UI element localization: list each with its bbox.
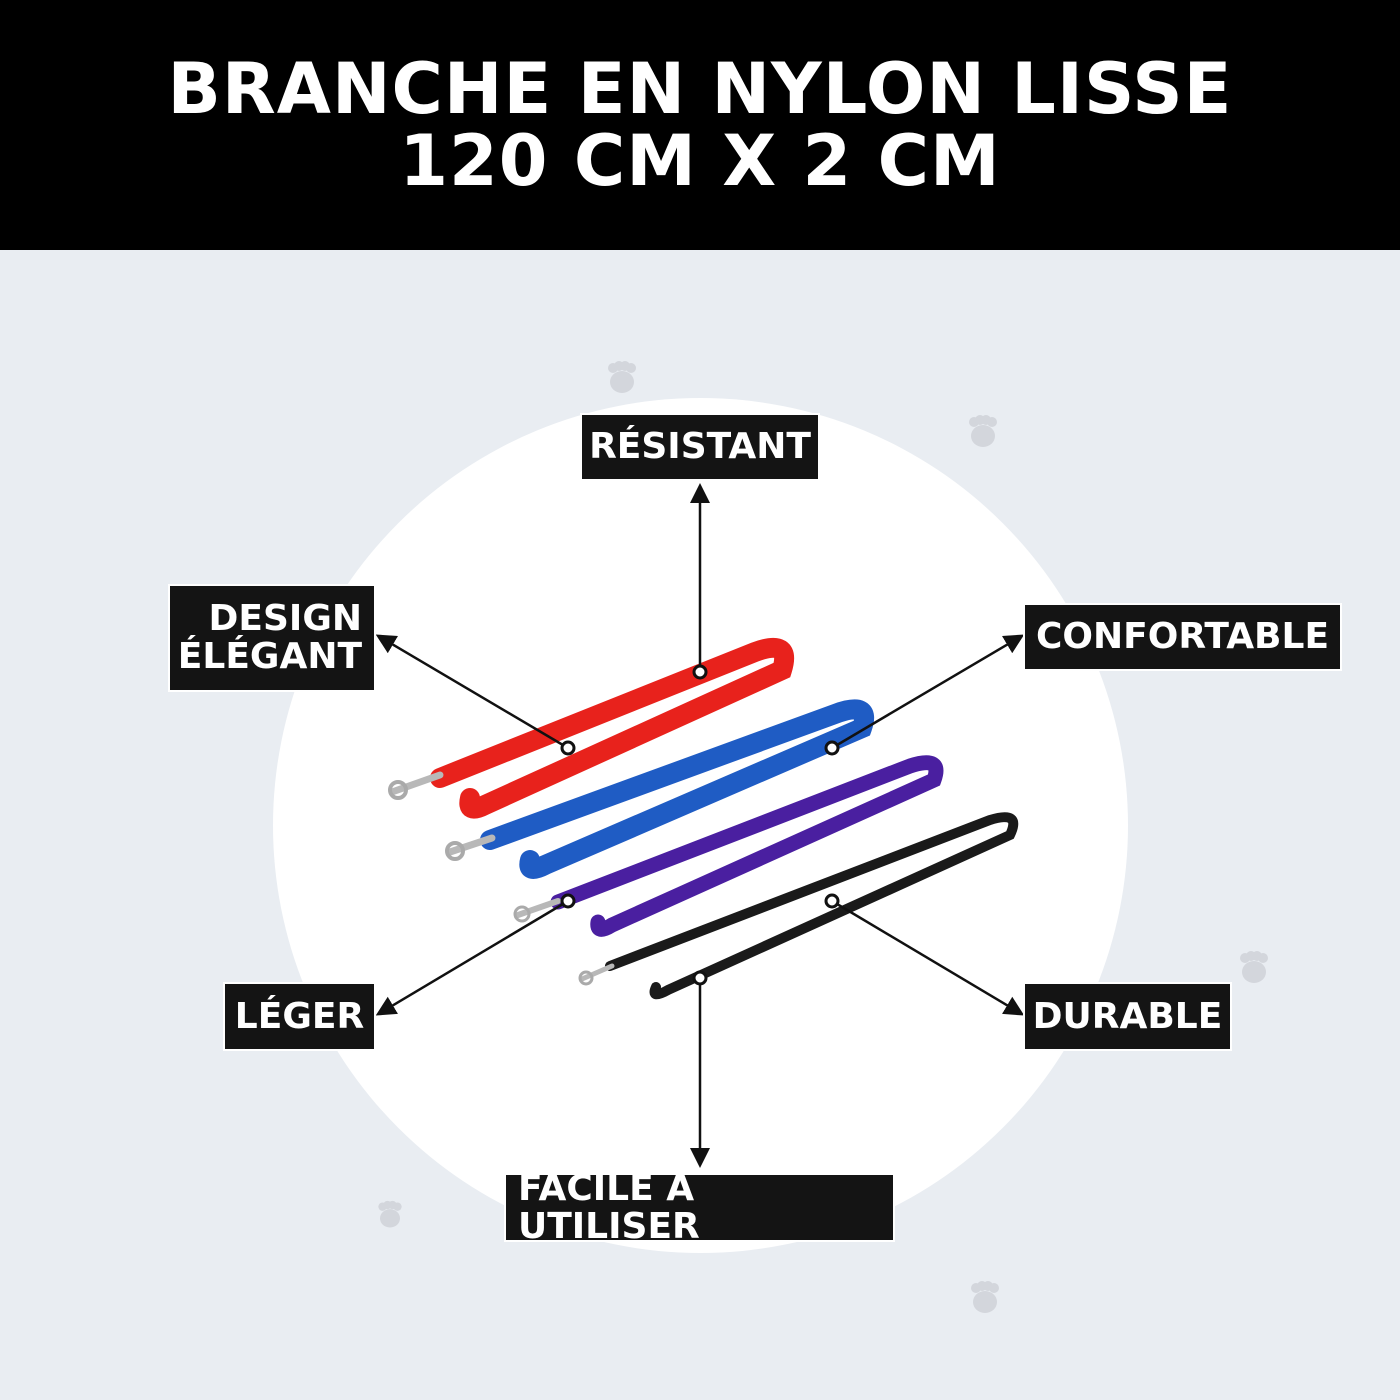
leash-purple: [513, 755, 944, 937]
header-banner: BRANCHE EN NYLON LISSE 120 CM X 2 CM: [0, 0, 1400, 250]
paw-icon: [1240, 951, 1268, 983]
callout-lines: [375, 483, 1025, 1168]
snap-hook-icon: [388, 771, 444, 796]
leash-blue: [445, 699, 875, 879]
page-title: BRANCHE EN NYLON LISSE 120 CM X 2 CM: [167, 48, 1233, 202]
feature-label-confortable: CONFORTABLE: [1023, 603, 1342, 671]
feature-label-facile: FACILE À UTILISER: [504, 1169, 895, 1245]
paw-icon: [971, 1281, 999, 1313]
paw-icon: [608, 361, 636, 393]
paw-icon: [969, 415, 997, 447]
paw-icon: [378, 1200, 402, 1228]
leash-red: [388, 637, 795, 819]
feature-label-design: DESIGN ÉLÉGANT: [168, 584, 376, 692]
feature-label-resistant: RÉSISTANT: [580, 413, 820, 481]
leash-black: [578, 812, 1019, 1000]
feature-label-durable: DURABLE: [1023, 982, 1232, 1051]
feature-label-leger: LÉGER: [223, 982, 376, 1051]
